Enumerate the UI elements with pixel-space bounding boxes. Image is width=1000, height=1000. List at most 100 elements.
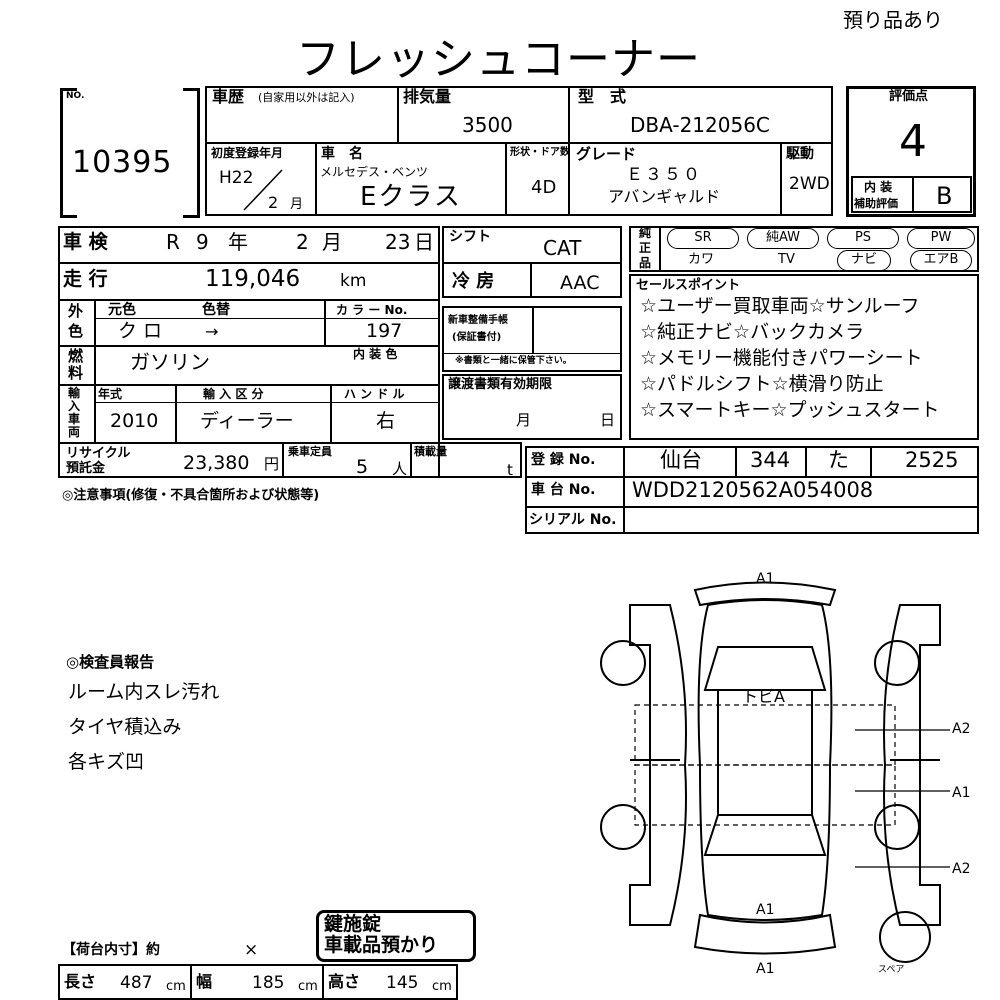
- registration-label: 登 録 No.: [531, 452, 596, 468]
- color-label-2: 色: [68, 322, 84, 340]
- equipment-table: [629, 226, 979, 272]
- front-right-tire: [874, 640, 920, 686]
- import-label-3: 車: [68, 412, 81, 426]
- roof-damage-code: トビA: [742, 687, 785, 706]
- vehicle-info-table: [205, 86, 833, 216]
- lot-number: 10395: [72, 145, 173, 180]
- cargo-times: ×: [244, 940, 259, 960]
- right-rear-damage-code: A2: [952, 861, 971, 877]
- stamp-line-1: 鍵施錠: [324, 913, 382, 935]
- transfer-doc-day: 日: [600, 411, 616, 429]
- right-front-damage-code: A2: [952, 721, 971, 737]
- warranty-label-1: 新車整備手帳: [448, 315, 508, 326]
- chassis-number: WDD2120562A054008: [632, 478, 874, 502]
- history-label: 車歴: [212, 87, 245, 106]
- shift-value: CAT: [543, 236, 582, 260]
- warranty-label-2: (保証書付): [452, 332, 502, 343]
- transfer-doc-label: 譲渡書類有効期限: [448, 377, 553, 392]
- rear-bumper: [693, 913, 837, 955]
- displacement-value: 3500: [462, 113, 513, 137]
- equipment-leather: カワ: [688, 252, 715, 267]
- displacement-label: 排気量: [403, 87, 452, 106]
- caution-label: ◎注意事項(修復・不具合箇所および状態等): [62, 488, 320, 503]
- deposit-note: 預り品あり: [843, 8, 943, 32]
- rear-left-tire: [600, 804, 646, 850]
- slash-divider: [243, 169, 283, 211]
- stamp-line-2: 車載品預かり: [324, 934, 439, 956]
- car-name: Eクラス: [360, 182, 462, 212]
- registration-class: 344: [750, 448, 791, 472]
- registration-table: [525, 446, 979, 534]
- front-bumper: [693, 581, 837, 607]
- chassis-label: 車 台 No.: [531, 482, 596, 498]
- right-side-panel: [883, 604, 941, 926]
- spare-label: スペア: [878, 965, 905, 975]
- import-label-2: 入: [68, 399, 81, 413]
- car-damage-diagram: [600, 581, 950, 963]
- color-label-1: 外: [68, 302, 84, 320]
- body-type-value: 4D: [531, 177, 557, 198]
- length-label: 長さ: [64, 972, 97, 991]
- sales-point-3: ☆メモリー機能付きパワーシート: [640, 347, 923, 369]
- grade-label: グレード: [576, 145, 637, 163]
- recycle-label-1: リサイクル: [66, 446, 131, 461]
- width-unit: cm: [298, 979, 318, 994]
- fuel-value: ガソリン: [130, 350, 210, 374]
- aircon-value: AAC: [560, 272, 600, 294]
- rear-top-damage-code: A1: [756, 902, 775, 918]
- mileage-value: 119,046: [205, 266, 301, 292]
- equipment-airbag: エアB: [910, 250, 972, 271]
- aircon-label: 冷 房: [452, 271, 495, 292]
- mileage-unit: km: [340, 271, 367, 291]
- model-year: 2010: [110, 410, 159, 432]
- model-label: 型 式: [578, 87, 627, 106]
- car-name-label: 車 名: [321, 146, 363, 162]
- first-registration-month: 2: [268, 193, 279, 212]
- drive-label: 駆動: [786, 146, 814, 162]
- cargo-label: 【荷台内寸】約: [62, 942, 160, 958]
- interior-score-label2: 補助評価: [854, 197, 898, 210]
- interior-score-label1: 内 装: [864, 180, 893, 194]
- inspection-label: 車 検: [63, 231, 108, 253]
- handle-label: ハ ン ド ル: [344, 387, 405, 401]
- interior-color-label: 内 装 色: [353, 347, 398, 361]
- equipment-label-3: 品: [639, 256, 652, 270]
- score-box: [846, 86, 976, 217]
- import-type-label: 輸 入 区 分: [203, 387, 264, 401]
- inspection-month-unit: 月: [322, 230, 342, 254]
- page-title: フレッシュコーナー: [296, 34, 701, 85]
- transfer-doc-month: 月: [516, 411, 532, 429]
- mileage-label: 走 行: [63, 268, 108, 290]
- handle-side: 右: [376, 410, 396, 432]
- height-unit: cm: [432, 979, 452, 994]
- registration-area: 仙台: [660, 448, 702, 472]
- inspector-note-2: タイヤ積込み: [68, 716, 182, 738]
- equipment-power-windows: PW: [907, 228, 975, 249]
- equipment-alloy-wheels: 純AW: [747, 228, 819, 249]
- recycle-fee-unit: 円: [264, 455, 280, 473]
- warranty-note: ※書類と一緒に保管下さい。: [455, 356, 572, 366]
- sales-points-label: セールスポイント: [636, 278, 741, 293]
- capacity-value: 5: [356, 456, 369, 478]
- length-unit: cm: [166, 979, 186, 994]
- model-code: DBA-212056C: [630, 113, 770, 137]
- left-side-panel: [629, 604, 687, 926]
- length-value: 487: [120, 973, 153, 993]
- equipment-tv: TV: [778, 252, 795, 267]
- equipment-label-1: 純: [639, 226, 652, 240]
- load-unit: t: [507, 461, 513, 479]
- registration-kana: た: [828, 448, 849, 472]
- sales-point-2: ☆純正ナビ☆バックカメラ: [640, 321, 865, 343]
- right-mid-damage-code: A1: [952, 785, 971, 801]
- sales-point-4: ☆パドルシフト☆横滑り防止: [640, 373, 884, 395]
- load-box: [410, 442, 522, 478]
- capacity-unit: 人: [392, 460, 408, 478]
- history-sublabel: (自家用以外は記入): [258, 91, 355, 104]
- lot-number-box: NO. 10395: [60, 88, 200, 218]
- original-color: クロ: [118, 320, 169, 342]
- inspection-year-unit: 年: [228, 230, 248, 254]
- changed-color-label: 色替: [202, 302, 230, 318]
- first-registration-month-unit: 月: [290, 197, 304, 212]
- height-label: 高さ: [328, 972, 361, 991]
- fuel-label-1: 燃: [68, 347, 84, 365]
